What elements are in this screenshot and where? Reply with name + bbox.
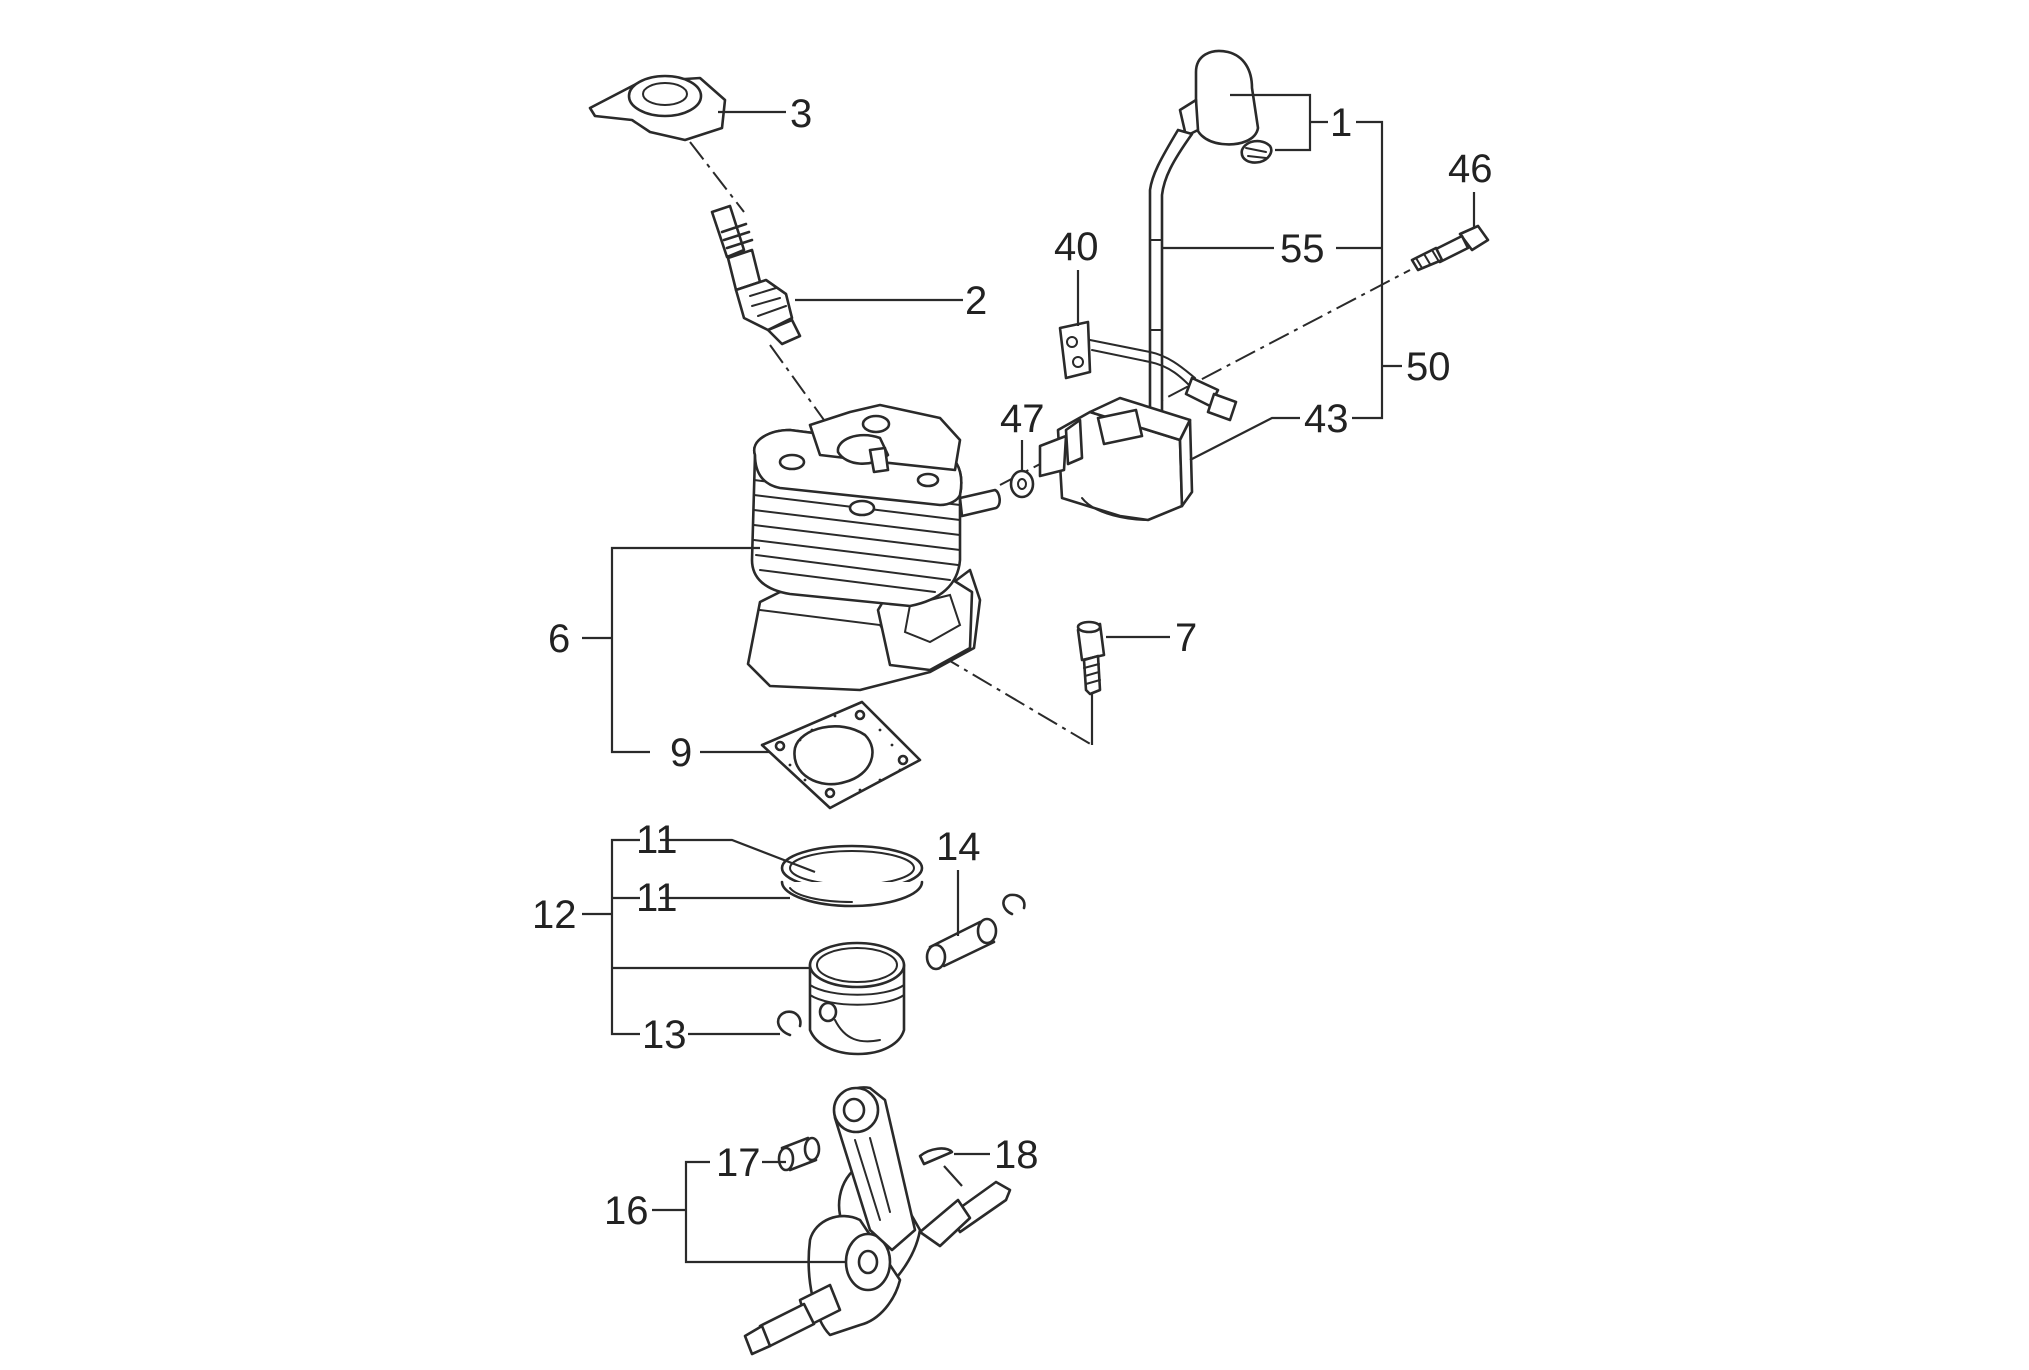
part-7-bolt — [1076, 620, 1106, 745]
part-3-insulator — [588, 74, 727, 142]
label-part-13: 13 — [642, 1013, 687, 1057]
label-part-2: 2 — [965, 279, 987, 323]
leader-lines — [582, 93, 1476, 1264]
label-part-11-upper: 11 — [636, 818, 678, 862]
label-part-55: 55 — [1280, 227, 1325, 271]
part-13-circlip — [776, 893, 1026, 1037]
part-2-spark-plug — [710, 204, 802, 346]
label-part-12: 12 — [532, 893, 577, 937]
label-part-1: 1 — [1330, 101, 1352, 145]
part-17-needle-bearing — [777, 1136, 821, 1172]
label-part-3: 3 — [790, 92, 812, 136]
part-14-piston-pin — [925, 917, 998, 971]
part-16-crankshaft — [743, 1086, 1012, 1356]
label-part-50: 50 — [1406, 345, 1451, 389]
part-1-plug-cap — [1178, 49, 1273, 164]
part-43-ignition-coil — [1038, 396, 1194, 522]
label-part-7: 7 — [1175, 616, 1197, 660]
part-9-gasket — [760, 700, 922, 810]
label-part-18: 18 — [994, 1133, 1039, 1177]
part-number-labels: 1 2 3 6 7 9 11 11 12 13 14 16 17 18 40 4… — [532, 92, 1493, 1233]
part-46-bolt — [1410, 224, 1490, 272]
label-part-43: 43 — [1304, 397, 1349, 441]
label-part-11-lower: 11 — [636, 876, 678, 920]
label-part-17: 17 — [716, 1141, 761, 1185]
part-47-washer — [1009, 469, 1035, 499]
label-part-47: 47 — [1000, 397, 1045, 441]
part-11-piston-rings — [780, 844, 924, 908]
label-part-14: 14 — [936, 825, 981, 869]
part-40-stop-wire — [1058, 320, 1238, 422]
label-part-9: 9 — [670, 731, 692, 775]
label-part-16: 16 — [604, 1189, 649, 1233]
label-part-46: 46 — [1448, 147, 1493, 191]
part-12-piston — [808, 941, 906, 1056]
part-6-cylinder — [746, 403, 1001, 692]
label-part-6: 6 — [548, 617, 570, 661]
label-part-40: 40 — [1054, 225, 1099, 269]
part-18-woodruff-key — [918, 1147, 954, 1166]
